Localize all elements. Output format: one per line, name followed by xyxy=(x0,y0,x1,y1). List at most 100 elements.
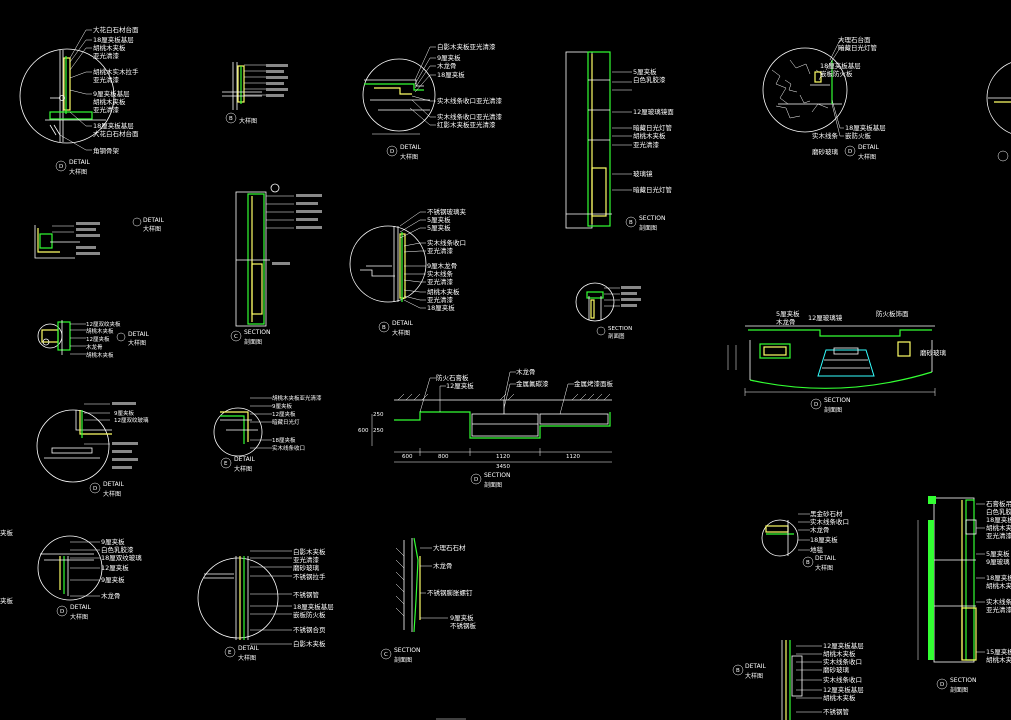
label: 胡桃木夹板 xyxy=(823,693,856,702)
detail-number: D xyxy=(474,477,478,483)
detail-number: D xyxy=(60,609,64,615)
s20-label-column: 石膏板吊顶 白色乳胶漆 18厘夹板 胡桃木夹板 亚光清漆 5厘夹板 9厘玻璃 1… xyxy=(986,499,1011,664)
dimension: 250 xyxy=(373,428,384,434)
label: 不锈钢膨胀螺钉 xyxy=(427,588,473,597)
label: 大理石石材 xyxy=(433,543,466,552)
label: 白色乳胶漆 xyxy=(986,507,1011,516)
title-en: DETAIL xyxy=(103,481,124,488)
label: 木龙骨 xyxy=(101,591,121,600)
label: 白影木夹板亚光清漆 xyxy=(437,42,496,51)
label: 红影木夹板亚光清漆 xyxy=(437,120,496,129)
label: 不锈钢拉手 xyxy=(293,572,326,581)
label: 亚光清漆 xyxy=(427,246,454,255)
label: 磨砂玻璃 xyxy=(812,147,839,156)
title-cn: 剖面图 xyxy=(484,481,502,489)
detail-1-countertop: 大花白石材台面 18厘夹板基层 胡桃木夹板 亚光清漆 胡桃木实木拉手 亚光清漆 … xyxy=(19,25,139,176)
label: 9厘夹板 xyxy=(272,402,292,410)
label: 嵌板防火板 xyxy=(820,69,853,78)
label: 18厘夹板基层 xyxy=(845,123,886,132)
label: 胡桃木实木拉手 xyxy=(93,67,139,76)
title-cn: 大样图 xyxy=(392,329,410,337)
dimension: 600 xyxy=(402,454,413,460)
label: 不锈钢合页 xyxy=(293,625,326,634)
label: 18厘夹板基层 xyxy=(93,121,134,130)
dimension: 600 xyxy=(358,428,369,434)
label: 亚光清漆 xyxy=(427,295,454,304)
label: 12厘夹板 xyxy=(86,335,110,343)
label: 白色乳胶漆 xyxy=(633,75,666,84)
label: 磨砂玻璃 xyxy=(920,348,947,357)
detail-15: 白影木夹板 亚光清漆 磨砂玻璃 不锈钢拉手 不锈钢管 18厘夹板基层 嵌板防火板… xyxy=(197,547,334,662)
title-en: DETAIL xyxy=(400,144,421,151)
title-cn: 大样图 xyxy=(815,564,833,572)
title-en: DETAIL xyxy=(234,456,255,463)
label: 木龙骨 xyxy=(86,343,103,351)
label: 18厘夹板 xyxy=(437,70,465,79)
title-cn: 剖面图 xyxy=(244,338,262,346)
label: 5厘夹板 xyxy=(776,309,800,318)
detail-number: B xyxy=(806,560,810,566)
label: 玻璃镜 xyxy=(633,169,653,178)
detail-number: B xyxy=(382,325,386,331)
label: 亚光清漆 xyxy=(633,140,660,149)
label: 亚光清漆 xyxy=(427,277,454,286)
label: 9厘夹板 xyxy=(437,53,461,62)
label: 12厘夹板 xyxy=(101,563,129,572)
section-4: 5厘夹板 白色乳胶漆 12厘玻璃镜面 暗藏日光灯管 胡桃木夹板 亚光清漆 玻璃镜… xyxy=(565,51,674,232)
detail-number: D xyxy=(93,486,97,492)
title-en: SECTION xyxy=(608,326,632,332)
section-16-wall: 大理石石材 木龙骨 不锈钢膨胀螺钉 9厘夹板 不锈钢板 C SECTION 剖面… xyxy=(380,537,477,664)
title-en: DETAIL xyxy=(858,144,879,151)
label: 大理石台面 xyxy=(838,35,871,44)
label: 暗藏日光灯管 xyxy=(633,123,673,132)
label: 亚光清漆 xyxy=(93,75,120,84)
detail-12: 胡桃木夹板亚光清漆 9厘夹板 12厘夹板 暗藏日光灯 18厘夹板 实木线条收口 … xyxy=(213,394,322,473)
label: 防火板饰面 xyxy=(876,309,909,318)
label: 9厘夹板 xyxy=(114,409,134,417)
detail-number: B xyxy=(629,220,633,226)
label: 实木线条收口 xyxy=(272,444,305,452)
label: 黑金砂石材 xyxy=(810,509,843,518)
label: 不锈钢管 xyxy=(293,590,320,599)
label: 大花白石材台面 xyxy=(93,25,139,34)
title-en: DETAIL xyxy=(238,645,259,652)
title-en: DETAIL xyxy=(128,331,149,338)
detail-7: DETAIL 大样图 xyxy=(34,217,164,259)
label: 18厘夹板基层 xyxy=(93,35,134,44)
dimension: 800 xyxy=(438,454,449,460)
detail-number: D xyxy=(59,164,63,170)
label: 18厘夹板 xyxy=(427,303,455,312)
title-cn: 大样图 xyxy=(128,339,146,347)
label: 实木线条收口亚光清漆 xyxy=(437,96,503,105)
label: 实木线条收口 xyxy=(427,238,466,247)
label: 木龙骨 xyxy=(776,317,796,326)
label: 木龙骨 xyxy=(516,367,536,376)
label: 9厘木龙骨 xyxy=(427,261,457,270)
label: 18厘夹板 xyxy=(810,535,838,544)
label: 暗藏日光灯 xyxy=(272,418,300,426)
detail-3: 白影木夹板亚光清漆 9厘夹板 木龙骨 18厘夹板 实木线条收口亚光清漆 实木线条… xyxy=(362,42,503,161)
label: 18厘夹板 xyxy=(986,573,1011,582)
detail-number: D xyxy=(940,682,944,688)
label: 胡桃木夹板 xyxy=(633,131,666,140)
title-en: DETAIL xyxy=(392,320,413,327)
detail-number: C xyxy=(234,334,238,340)
label: 实木线条收口 xyxy=(823,657,862,666)
label: 12厘夹板基层 xyxy=(823,641,864,650)
label: 18厘夹板基层 xyxy=(820,61,861,70)
detail-10: 12厘双纹夹板 胡桃木夹板 12厘夹板 木龙骨 胡桃木夹板 DETAIL 大样图 xyxy=(37,320,149,359)
label: 9厘夹板 xyxy=(101,575,125,584)
label: 实木线条 xyxy=(986,597,1011,606)
label: 木龙骨 xyxy=(810,525,830,534)
detail-number: B xyxy=(229,116,233,122)
title-cn: 大样图 xyxy=(69,168,87,176)
title-en: DETAIL xyxy=(143,217,164,224)
section-20-tall: 石膏板吊顶 白色乳胶漆 18厘夹板 胡桃木夹板 亚光清漆 5厘夹板 9厘玻璃 1… xyxy=(917,496,1011,694)
label: 实木线条收口 xyxy=(823,675,862,684)
detail-9: 不锈钢玻璃夹 5厘夹板 5厘夹板 实木线条收口 亚光清漆 9厘木龙骨 实木线条 … xyxy=(349,207,467,337)
detail-number: E xyxy=(224,461,228,467)
label: 磨砂玻璃 xyxy=(823,665,850,674)
label: 12厘双纹玻璃 xyxy=(114,416,149,424)
dimension: 250 xyxy=(373,412,384,418)
